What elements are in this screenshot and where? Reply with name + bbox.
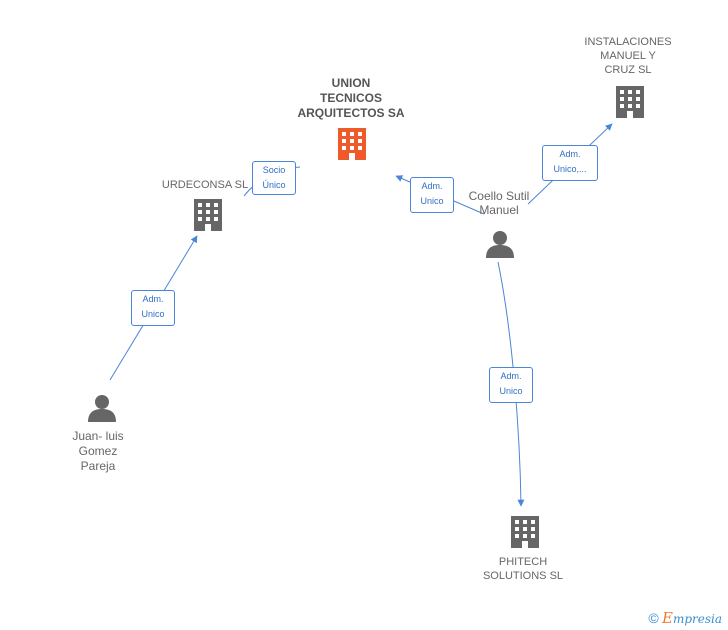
coello-person-icon[interactable] bbox=[486, 231, 514, 258]
edge-label-line: Unico bbox=[420, 196, 444, 206]
brand-initial: E bbox=[661, 609, 673, 627]
phitech-building-icon[interactable] bbox=[511, 516, 539, 548]
union-label[interactable]: UNION TECNICOS ARQUITECTOS SA bbox=[297, 76, 405, 120]
edge-label-line: Unico bbox=[499, 386, 523, 396]
urdeconsa-building-icon[interactable] bbox=[194, 199, 222, 231]
empresia-watermark: © Empresia bbox=[648, 609, 722, 627]
instalaciones-label[interactable]: INSTALACIONES MANUEL Y CRUZ SL bbox=[584, 36, 672, 76]
edge-label-line: Adm. bbox=[559, 149, 581, 159]
edge-label-line: Adm. bbox=[500, 371, 522, 381]
edge-label-adm-unico-union: Adm. Unico bbox=[410, 177, 454, 213]
urdeconsa-label[interactable]: URDECONSA SL bbox=[161, 179, 249, 191]
edge-label-line: Socio bbox=[262, 165, 286, 175]
juan-person-icon[interactable] bbox=[88, 395, 116, 422]
union-building-icon[interactable] bbox=[338, 128, 366, 160]
brand-name: mpresia bbox=[672, 612, 722, 626]
edge-label-line: Unico,... bbox=[553, 164, 587, 174]
phitech-label[interactable]: PHITECH SOLUTIONS SL bbox=[482, 556, 564, 582]
edge-label-line: Único bbox=[262, 180, 286, 190]
coello-label[interactable]: Coello Sutil Manuel bbox=[468, 189, 530, 217]
edge-label-adm-unico-instalaciones: Adm. Unico,... bbox=[542, 145, 598, 181]
edge-label-adm-unico-juan: Adm. Unico bbox=[131, 290, 175, 326]
copyright-symbol: © bbox=[648, 610, 659, 626]
juan-label[interactable]: Juan- luis Gomez Pareja bbox=[72, 429, 124, 473]
edge-label-line: Unico bbox=[141, 309, 165, 319]
edge-label-line: Adm. bbox=[421, 181, 443, 191]
edge-label-line: Adm. bbox=[142, 294, 164, 304]
instalaciones-building-icon[interactable] bbox=[616, 86, 644, 118]
edge-label-adm-unico-phitech: Adm. Unico bbox=[489, 367, 533, 403]
edge-label-socio-unico: Socio Único bbox=[252, 161, 296, 195]
